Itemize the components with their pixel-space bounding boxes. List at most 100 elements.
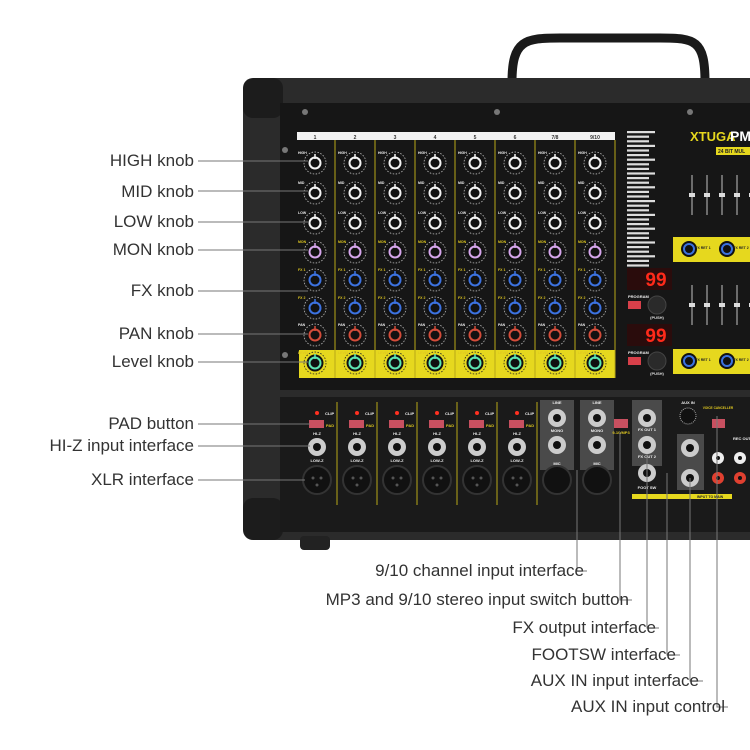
knob-high-ch4[interactable] [423,151,447,175]
knob-mon-ch1[interactable] [303,240,327,264]
knob-fx1-ch3[interactable] [383,268,407,292]
program-encoder[interactable] [647,295,667,315]
pad-button[interactable] [509,420,524,428]
knob-fx1-ch1[interactable] [303,268,327,292]
knob-mon-ch7/8[interactable] [543,240,567,264]
aux-in-knob[interactable] [679,407,697,425]
knob-fx2-ch3[interactable] [383,296,407,320]
eq-slider-cap[interactable] [734,303,740,307]
knob-fx2-ch9/10[interactable] [583,296,607,320]
knob-level-ch1[interactable] [303,351,327,375]
knob-mid-ch1[interactable] [303,181,327,205]
knob-low-ch6[interactable] [503,211,527,235]
eq-slider-cap[interactable] [719,193,725,197]
knob-level-ch7/8[interactable] [543,351,567,375]
knob-fx1-ch4[interactable] [423,268,447,292]
knob-fx1-ch9/10[interactable] [583,268,607,292]
knob-fx2-ch2[interactable] [343,296,367,320]
mp3-switch-button[interactable] [614,419,628,428]
eq-slider-cap[interactable] [704,303,710,307]
callout-aux-in-control: AUX IN input control [570,697,725,716]
effect-list-item [627,149,649,152]
knob-fx2-ch1[interactable] [303,296,327,320]
knob-high-ch9/10[interactable] [583,151,607,175]
knob-mid-ch6[interactable] [503,181,527,205]
knob-low-ch5[interactable] [463,211,487,235]
eq-slider-cap[interactable] [689,303,695,307]
knob-scale [503,181,527,205]
knob-fx1-ch7/8[interactable] [543,268,567,292]
xlr-input[interactable] [302,465,332,495]
knob-pan-ch9/10[interactable] [583,323,607,347]
knob-pan-ch7/8[interactable] [543,323,567,347]
pad-button[interactable] [389,420,404,428]
xlr-input[interactable] [582,465,612,495]
xlr-input[interactable] [342,465,372,495]
knob-mid-ch2[interactable] [343,181,367,205]
knob-level-ch5[interactable] [463,351,487,375]
knob-high-ch7/8[interactable] [543,151,567,175]
knob-fx2-ch4[interactable] [423,296,447,320]
xlr-input[interactable] [422,465,452,495]
xlr-input[interactable] [382,465,412,495]
xlr-input[interactable] [462,465,492,495]
knob-low-ch2[interactable] [343,211,367,235]
knob-mon-ch9/10[interactable] [583,240,607,264]
program-button[interactable] [628,301,641,309]
voice-canceller-button[interactable] [712,419,725,428]
knob-mon-ch4[interactable] [423,240,447,264]
knob-high-ch1[interactable] [303,151,327,175]
knob-mid-ch3[interactable] [383,181,407,205]
knob-mid-ch4[interactable] [423,181,447,205]
knob-mid-ch7/8[interactable] [543,181,567,205]
corner-protector [243,78,283,118]
knob-low-ch1[interactable] [303,211,327,235]
knob-pan-ch2[interactable] [343,323,367,347]
eq-slider-cap[interactable] [719,303,725,307]
knob-fx1-ch5[interactable] [463,268,487,292]
knob-high-ch3[interactable] [383,151,407,175]
knob-level-ch2[interactable] [343,351,367,375]
knob-high-ch2[interactable] [343,151,367,175]
pad-button[interactable] [429,420,444,428]
knob-low-ch3[interactable] [383,211,407,235]
knob-mid-ch5[interactable] [463,181,487,205]
knob-mon-ch2[interactable] [343,240,367,264]
knob-mon-ch5[interactable] [463,240,487,264]
knob-pan-ch3[interactable] [383,323,407,347]
knob-high-ch6[interactable] [503,151,527,175]
knob-level-ch9/10[interactable] [583,351,607,375]
knob-fx2-ch6[interactable] [503,296,527,320]
knob-low-ch9/10[interactable] [583,211,607,235]
knob-pan-ch6[interactable] [503,323,527,347]
eq-slider-cap[interactable] [704,193,710,197]
knob-level-ch6[interactable] [503,351,527,375]
knob-fx2-ch7/8[interactable] [543,296,567,320]
knob-fx2-ch5[interactable] [463,296,487,320]
knob-level-ch4[interactable] [423,351,447,375]
knob-label: HIGH [538,151,547,155]
knob-high-ch5[interactable] [463,151,487,175]
effect-list-item [627,131,655,134]
knob-mon-ch6[interactable] [503,240,527,264]
knob-mid-ch9/10[interactable] [583,181,607,205]
program-button[interactable] [628,357,641,365]
pad-button[interactable] [469,420,484,428]
knob-pan-ch5[interactable] [463,323,487,347]
knob-low-ch4[interactable] [423,211,447,235]
knob-low-ch7/8[interactable] [543,211,567,235]
knob-label: FX 2 [498,296,505,300]
knob-pan-ch4[interactable] [423,323,447,347]
xlr-input[interactable] [502,465,532,495]
knob-fx1-ch2[interactable] [343,268,367,292]
knob-fx1-ch6[interactable] [503,268,527,292]
knob-mon-ch3[interactable] [383,240,407,264]
xlr-input[interactable] [542,465,572,495]
pad-button[interactable] [309,420,324,428]
eq-slider-cap[interactable] [734,193,740,197]
program-encoder[interactable] [647,351,667,371]
knob-pan-ch1[interactable] [303,323,327,347]
pad-button[interactable] [349,420,364,428]
knob-level-ch3[interactable] [383,351,407,375]
eq-slider-cap[interactable] [689,193,695,197]
